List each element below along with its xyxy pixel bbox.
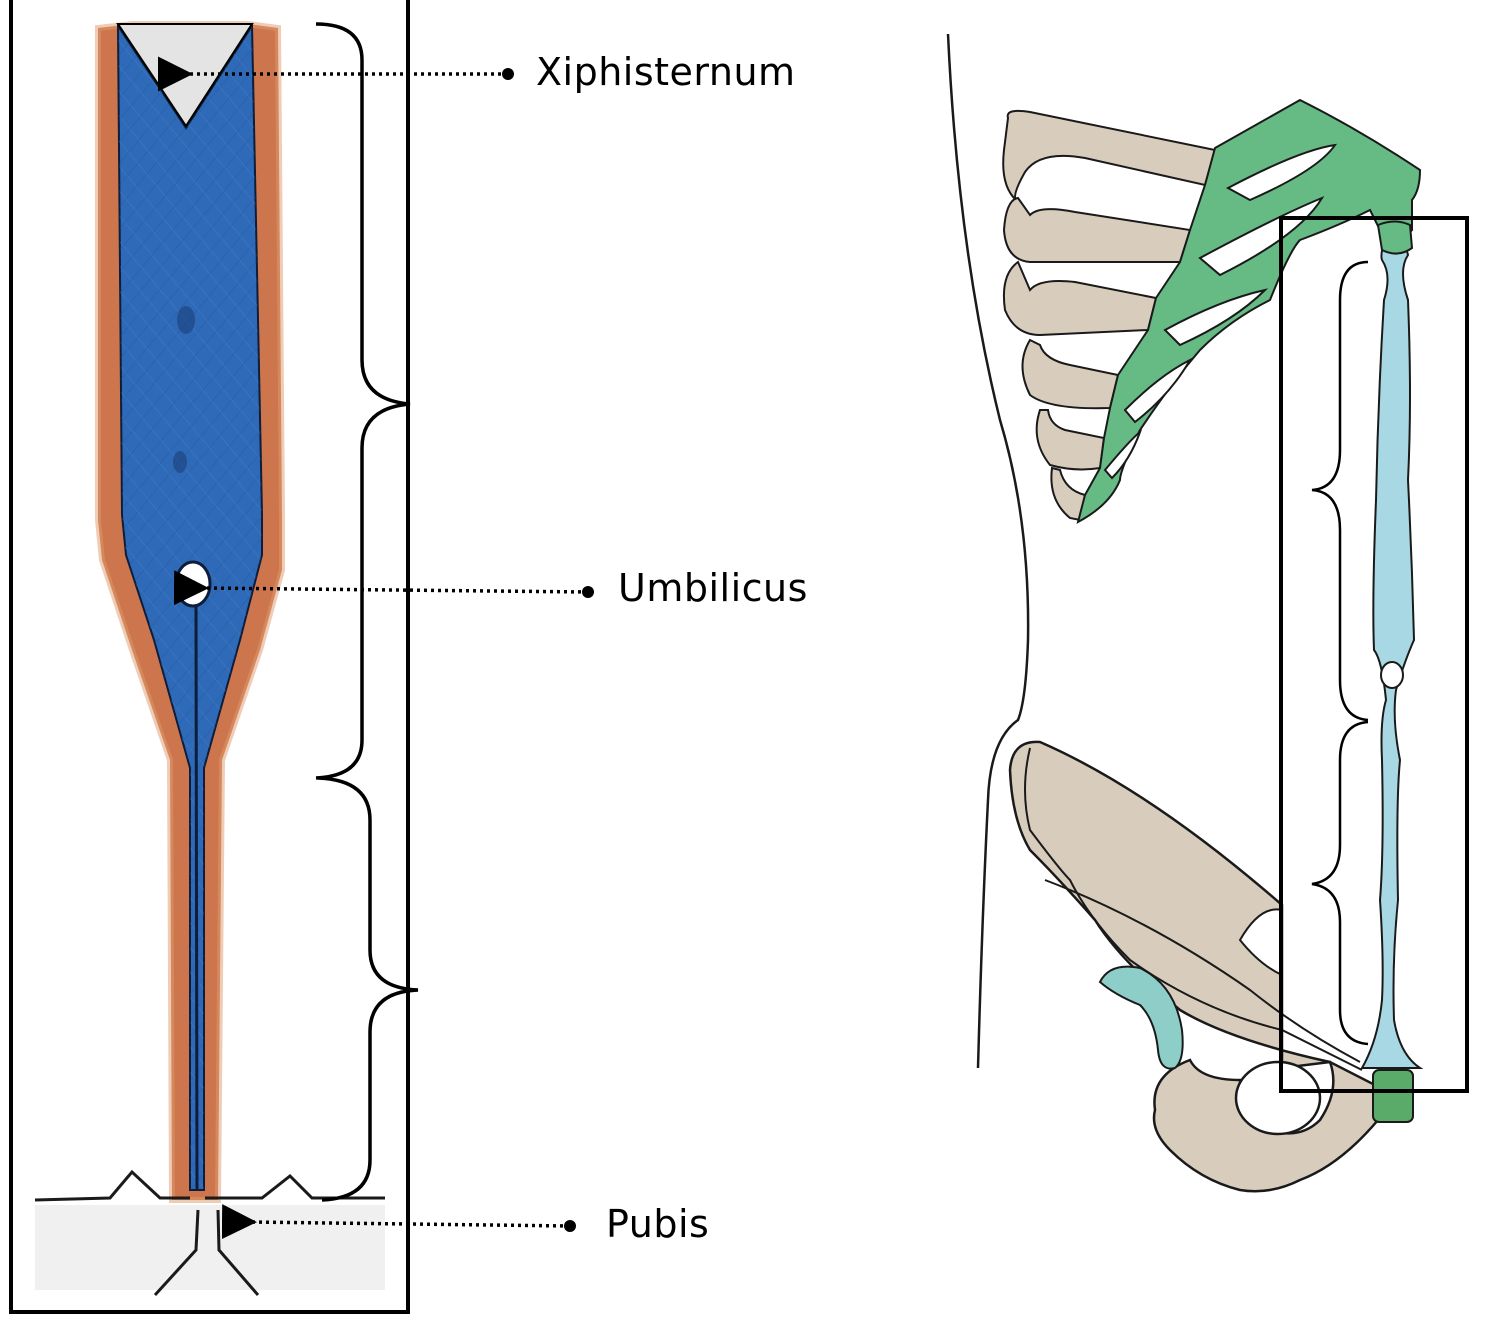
umbilicus-hole (176, 562, 210, 606)
brace-right-upper (1312, 262, 1368, 720)
brace-right-lower (1312, 722, 1368, 1044)
left-panel (11, 0, 594, 1312)
linea-alba-line (196, 600, 197, 1190)
right-frame (1281, 218, 1467, 1091)
umbilicus-label: Umbilicus (618, 566, 808, 610)
sheath-blot (177, 306, 195, 334)
brace-upper (316, 24, 410, 778)
xiphisternum-label: Xiphisternum (536, 50, 796, 94)
xiphoid-cartilage (1378, 222, 1412, 254)
rib (1023, 340, 1119, 408)
rib (1003, 111, 1215, 200)
pubic-symphysis-block (1373, 1070, 1413, 1122)
pubic-ground (35, 1205, 385, 1290)
pelvis (1010, 742, 1378, 1191)
obturator-foramen (1236, 1062, 1320, 1134)
linea-alba (1362, 238, 1420, 1068)
rib (1037, 410, 1104, 469)
sheath-blot (173, 451, 187, 473)
brace-lower (318, 778, 418, 1200)
umbilicus-ring (1381, 662, 1403, 688)
rib (1004, 198, 1190, 262)
pubis-label: Pubis (606, 1202, 709, 1246)
rib (1004, 262, 1156, 335)
right-panel (948, 34, 1467, 1191)
